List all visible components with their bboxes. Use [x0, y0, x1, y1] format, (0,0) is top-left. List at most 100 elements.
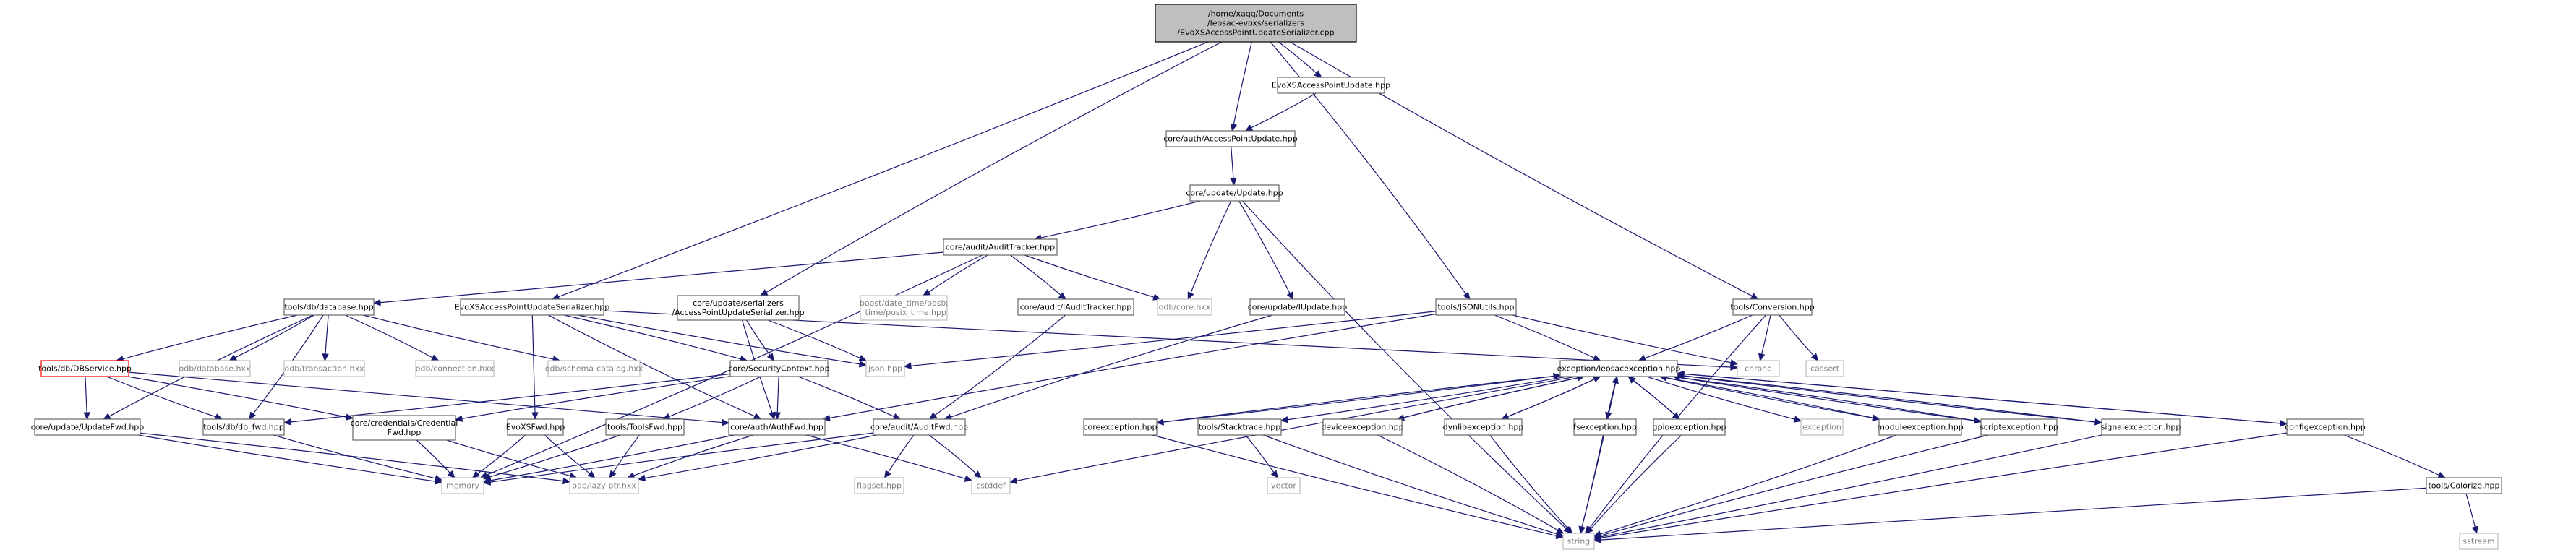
node-label-line: core/audit/AuditTracker.hpp	[946, 243, 1055, 252]
edge-arrowhead	[774, 412, 782, 421]
node-leosacex[interactable]: exception/leosacexception.hpp	[1557, 360, 1681, 377]
edge-line	[476, 434, 526, 475]
edge-line	[127, 376, 348, 418]
edge-dynlibex-to-leosacex	[1501, 376, 1601, 420]
node-box	[1444, 418, 1523, 436]
node-iaudit[interactable]: core/audit/IAuditTracker.hpp	[1017, 298, 1134, 316]
edge-arrowhead	[1187, 291, 1194, 301]
edge-arrowhead	[858, 361, 868, 368]
edge-arrowhead	[372, 298, 381, 306]
edge-line	[564, 314, 742, 360]
edge-arrowhead	[482, 478, 492, 486]
node-label-line: tools/db/database.hpp	[284, 303, 373, 312]
node-apu[interactable]: core/auth/AccessPointUpdate.hpp	[1163, 130, 1298, 147]
node-evoxsapu[interactable]: EvoXSAccessPointUpdate.hpp	[1272, 77, 1390, 94]
edge-arrowhead	[562, 477, 571, 485]
node-label-line: /EvoXSAccessPointUpdateSerializer.cpp	[1177, 28, 1334, 38]
node-gpioex[interactable]: gpioexception.hpp	[1653, 418, 1726, 436]
edge-arrowhead	[283, 418, 291, 426]
node-box	[1653, 418, 1726, 436]
edge-secctx-to-credfwd	[454, 376, 731, 422]
edge-arrowhead	[1592, 376, 1601, 383]
node-box	[1165, 130, 1296, 147]
edge-line	[910, 311, 1437, 367]
node-dbservice[interactable]: tools/db/DBService.hpp	[38, 360, 132, 377]
node-cstddef: cstddef	[971, 477, 1011, 494]
edge-arrowhead	[883, 470, 891, 479]
node-fsex[interactable]: fsexception.hpp	[1573, 418, 1637, 436]
node-evoxsser[interactable]: EvoXSAccessPointUpdateSerializer.hpp	[455, 298, 609, 316]
edge-line	[1599, 432, 2288, 539]
node-box	[460, 298, 604, 316]
node-update[interactable]: core/update/Update.hpp	[1186, 184, 1283, 202]
node-apuser[interactable]: core/update/serializers/AccessPointUpdat…	[672, 295, 805, 321]
node-box	[971, 477, 1011, 494]
node-dynlibex[interactable]: dynlibexception.hpp	[1443, 418, 1524, 436]
node-scriptex[interactable]: scriptexception.hpp	[1980, 418, 2058, 436]
edge-line	[1489, 434, 1569, 530]
node-box	[1249, 298, 1345, 316]
edge-arrowhead	[928, 412, 938, 420]
edge-dynlibex-to-string	[1489, 434, 1573, 534]
node-signalex[interactable]: signalexception.hpp	[2101, 418, 2181, 436]
node-updatefwd[interactable]: core/update/UpdateFwd.hpp	[31, 418, 145, 436]
node-root[interactable]: /home/xaqq/Documents/leosac-evoxs/serial…	[1155, 4, 1357, 43]
edge-line	[138, 434, 437, 482]
node-stacktrace[interactable]: tools/Stacktrace.hpp	[1197, 418, 1282, 436]
edge-line	[489, 432, 874, 483]
node-label-line: core/SecurityContext.hpp	[728, 364, 829, 374]
edge-line	[461, 376, 731, 420]
edge-arrowhead	[1230, 123, 1238, 132]
node-label-line: flagset.hpp	[857, 481, 902, 491]
edge-audittracker-to-database	[372, 251, 944, 306]
edge-jsonutils-to-leosacex	[1494, 314, 1601, 361]
node-box	[1267, 477, 1301, 494]
node-moduleex[interactable]: moduleexception.hpp	[1877, 418, 1964, 436]
node-toolsfwd[interactable]: tools/ToolsFwd.hpp	[605, 418, 685, 436]
edge-line	[578, 314, 861, 365]
node-jsonutils[interactable]: tools/JSONUtils.hpp	[1435, 298, 1517, 316]
edge-arrowhead	[1612, 375, 1619, 384]
node-box	[728, 418, 826, 436]
edge-arrowhead	[1286, 291, 1294, 301]
edge-line	[933, 314, 1066, 416]
edge-toolsfwd-to-lazyptr	[609, 434, 640, 479]
edge-line	[1501, 378, 1596, 420]
node-label-line: odb/connection.hxx	[416, 364, 495, 374]
edge-update-to-iupdate	[1238, 200, 1294, 301]
node-audittracker[interactable]: core/audit/AuditTracker.hpp	[943, 238, 1058, 256]
node-box	[1573, 418, 1637, 436]
edge-line	[765, 41, 1223, 293]
node-dbfwd[interactable]: tools/db/db_fwd.hpp	[202, 418, 285, 436]
node-database[interactable]: tools/db/database.hpp	[283, 298, 375, 316]
node-iupdate[interactable]: core/update/IUpdate.hpp	[1248, 298, 1348, 316]
edge-dbfwd-to-memory	[273, 434, 443, 482]
edge-line	[416, 439, 451, 474]
node-evoxsfwd[interactable]: EvoXSFwd.hpp	[506, 418, 565, 436]
node-conversion[interactable]: tools/Conversion.hpp	[1730, 298, 1815, 316]
edge-line	[1659, 376, 1874, 419]
node-deviceex[interactable]: deviceexception.hpp	[1321, 418, 1404, 436]
node-label-line: coreexception.hpp	[1083, 423, 1157, 432]
edge-line	[1241, 200, 1567, 530]
node-label-line: cstddef	[976, 481, 1006, 491]
node-box	[1197, 418, 1282, 436]
node-authfwd[interactable]: core/auth/AuthFwd.hpp	[728, 418, 826, 436]
edge-coreex-to-leosacex	[1156, 372, 1562, 423]
edge-line	[1397, 377, 1579, 420]
node-label-line: core/audit/AuditFwd.hpp	[870, 423, 968, 432]
edge-line	[1238, 200, 1291, 295]
node-label-line: odb/core.hxx	[1159, 303, 1211, 312]
node-colorize[interactable]: tools/Colorize.hpp	[2426, 477, 2502, 494]
node-auditfwd[interactable]: core/audit/AuditFwd.hpp	[870, 418, 968, 436]
edge-conversion-to-cassert	[1779, 314, 1819, 361]
node-coreex[interactable]: coreexception.hpp	[1083, 418, 1158, 436]
edge-arrowhead	[973, 470, 983, 478]
node-secctx[interactable]: core/SecurityContext.hpp	[728, 360, 830, 377]
node-label-line: Fwd.hpp	[388, 428, 422, 437]
edge-leosacex-to-cstddef	[1009, 376, 1577, 485]
node-configex[interactable]: configexception.hpp	[2285, 418, 2366, 436]
edge-evoxsfwd-to-lazyptr	[544, 434, 596, 478]
